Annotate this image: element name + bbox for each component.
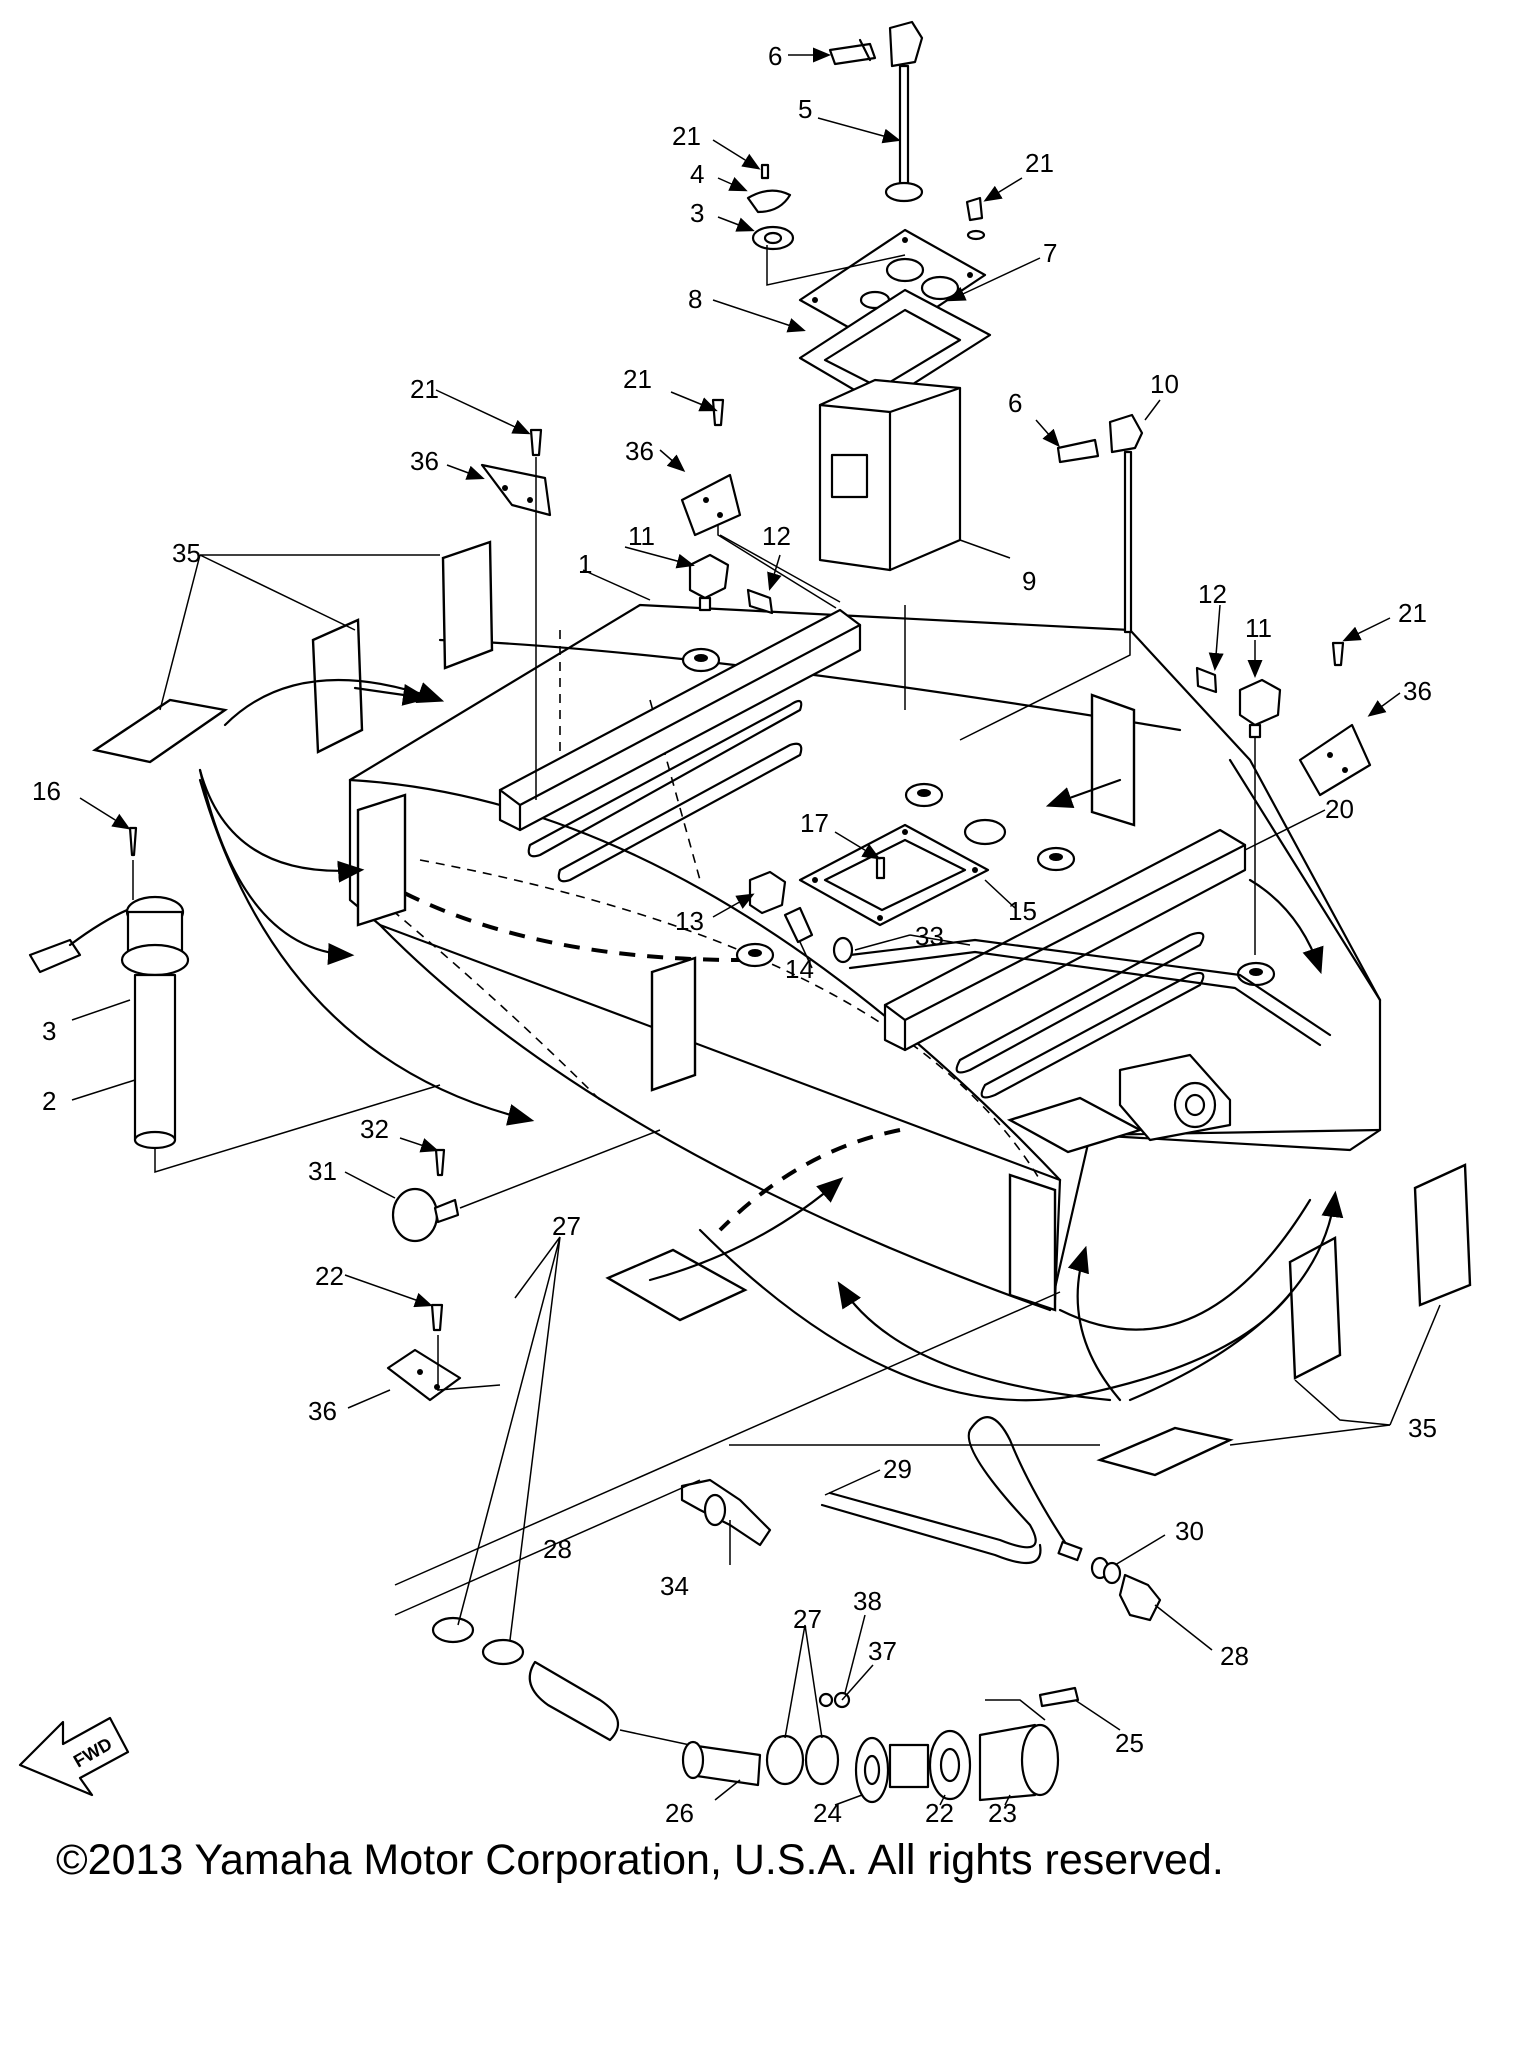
callout-3-left: 3 <box>42 1016 56 1046</box>
bracket <box>480 463 552 517</box>
pad <box>91 698 229 764</box>
callout-14: 14 <box>785 954 814 984</box>
callout-8: 8 <box>688 284 702 314</box>
callout-32: 32 <box>360 1114 389 1144</box>
callout-12-a: 12 <box>762 521 791 551</box>
callout-18: 21 <box>672 121 701 151</box>
callout-23: 23 <box>988 1798 1017 1828</box>
callout-17: 17 <box>800 808 829 838</box>
callout-1: 1 <box>578 549 592 579</box>
callout-20: 20 <box>1325 794 1354 824</box>
ring-31 <box>391 1129 661 1243</box>
callout-2: 2 <box>42 1086 56 1116</box>
pad <box>605 1248 748 1322</box>
callout-26: 26 <box>665 1798 694 1828</box>
callout-6-mid: 6 <box>1008 388 1022 418</box>
callout-34: 34 <box>660 1571 689 1601</box>
callout-30: 30 <box>1175 1516 1204 1546</box>
pad <box>356 793 407 927</box>
callout-7: 7 <box>1043 238 1057 268</box>
callout-21-c: 21 <box>1398 598 1427 628</box>
callout-38: 38 <box>853 1586 882 1616</box>
callout-labels: 6 5 21 21 4 3 7 8 10 21 21 6 36 36 9 35 … <box>32 41 1437 1828</box>
callout-36-c: 36 <box>1403 676 1432 706</box>
callout-22: 22 <box>925 1798 954 1828</box>
bracket <box>386 1348 462 1402</box>
callout-6-top: 6 <box>768 41 782 71</box>
callout-12-b: 12 <box>1198 579 1227 609</box>
callout-35-b: 35 <box>1408 1413 1437 1443</box>
lower-parts <box>18 1291 1162 1804</box>
pad <box>1090 693 1136 827</box>
fittings <box>688 413 1282 964</box>
callout-21-a: 21 <box>410 374 439 404</box>
callout-11-a: 11 <box>628 521 655 551</box>
level-gauge <box>28 826 441 1174</box>
leaders <box>71 47 1441 1806</box>
callout-15: 15 <box>1008 896 1037 926</box>
callout-28: 28 <box>1220 1641 1249 1671</box>
callout-4: 4 <box>690 159 704 189</box>
callout-37: 37 <box>868 1636 897 1666</box>
copyright-notice: ©2013 Yamaha Motor Corporation, U.S.A. A… <box>56 1836 1224 1884</box>
callout-27-a: 27 <box>552 1211 581 1241</box>
pad <box>1413 1163 1472 1307</box>
callout-5: 5 <box>798 94 812 124</box>
callout-27-top: 28 <box>543 1534 572 1564</box>
callout-10: 10 <box>1150 369 1179 399</box>
callout-36-d: 36 <box>308 1396 337 1426</box>
callout-21-b: 21 <box>623 364 652 394</box>
callout-21-d: 22 <box>315 1261 344 1291</box>
callout-25: 25 <box>1115 1728 1144 1758</box>
top-assembly <box>746 20 992 710</box>
fwd-arrow-icon <box>18 1716 130 1797</box>
callout-9: 9 <box>1022 566 1036 596</box>
callout-16: 16 <box>32 776 61 806</box>
brackets-36 <box>386 398 1372 1402</box>
callout-33: 33 <box>915 921 944 951</box>
callout-31: 31 <box>308 1156 337 1186</box>
fuel-tank <box>348 603 1382 1402</box>
sender-unit <box>888 20 924 68</box>
callout-19: 21 <box>1025 148 1054 178</box>
pad <box>1096 1426 1234 1477</box>
bracket <box>1298 723 1372 797</box>
callout-3-top: 3 <box>690 198 704 228</box>
callout-27-b: 27 <box>793 1604 822 1634</box>
pads-35 <box>91 540 1472 1477</box>
callout-36-b: 36 <box>625 436 654 466</box>
callout-36-a: 36 <box>410 446 439 476</box>
callout-29: 29 <box>883 1454 912 1484</box>
pad <box>441 540 494 670</box>
callout-11-b: 11 <box>1245 613 1272 643</box>
pad <box>650 956 697 1092</box>
pad <box>311 618 364 754</box>
bracket <box>680 473 742 537</box>
pad <box>1008 1173 1057 1312</box>
callout-13: 13 <box>675 906 704 936</box>
callout-35-a: 35 <box>172 538 201 568</box>
callout-24: 24 <box>813 1798 842 1828</box>
